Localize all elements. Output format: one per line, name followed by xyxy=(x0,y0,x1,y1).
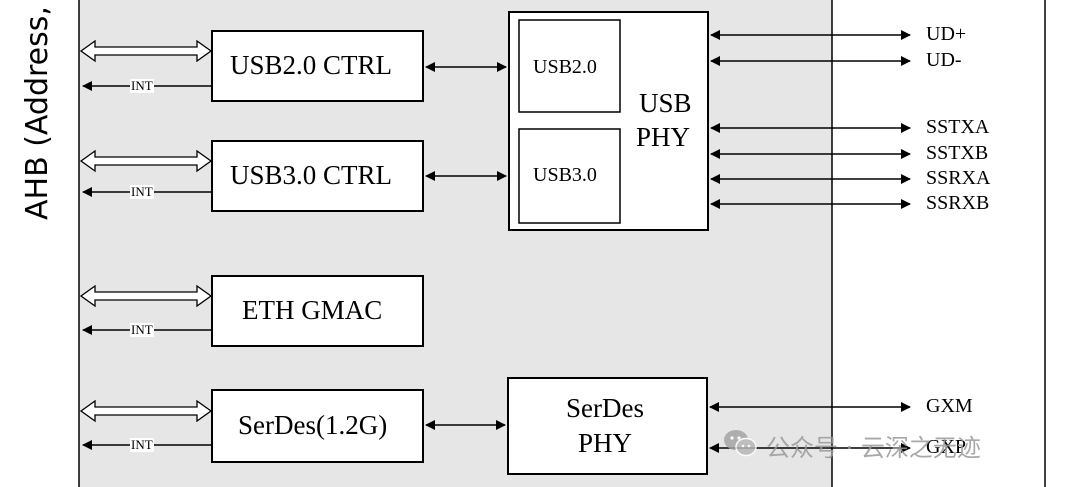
serdes-ctrl-label: SerDes(1.2G) xyxy=(238,410,388,440)
int-label-eth: INT xyxy=(130,322,154,337)
signal-sstxb: SSTXB xyxy=(926,142,989,164)
usb-phy-label-line2: PHY xyxy=(636,122,691,152)
int-label-usb2: INT xyxy=(130,78,154,93)
signal-arrows xyxy=(709,30,911,453)
bus-arrow-usb3 xyxy=(79,149,213,173)
usb-phy-usb2-subblock xyxy=(518,19,621,113)
signal-sstxa: SSTXA xyxy=(926,116,990,138)
bus-arrow-serdes xyxy=(79,399,213,423)
serdes-ctrl-block xyxy=(211,389,424,463)
serdes-phy-label-line1: SerDes xyxy=(566,393,644,423)
usb-phy-usb3-label: USB3.0 xyxy=(533,164,597,186)
usb-phy-usb2-label: USB2.0 xyxy=(533,56,597,78)
ctrl-phy-arrows xyxy=(425,62,507,430)
usb2-ctrl-block xyxy=(211,30,424,102)
bus-arrows xyxy=(79,39,213,423)
serdes-phy-block xyxy=(507,377,708,475)
bus-arrow-eth xyxy=(79,284,213,308)
signal-ssrxb: SSRXB xyxy=(926,192,990,214)
bus-arrow-usb2 xyxy=(79,39,213,63)
usb2-ctrl-label: USB2.0 CTRL xyxy=(230,50,393,80)
usb-phy-usb3-subblock xyxy=(518,128,621,224)
watermark: 公众号 · 云深之无迹 xyxy=(722,428,981,463)
usb3-ctrl-label: USB3.0 CTRL xyxy=(230,160,393,190)
serdes-phy-label-line2: PHY xyxy=(578,428,633,458)
int-label-serdes: INT xyxy=(130,437,154,452)
signal-ud-minus: UD- xyxy=(926,49,962,71)
signal-ud-plus: UD+ xyxy=(926,23,967,45)
signal-gxp: GXP xyxy=(926,436,967,458)
watermark-text: 公众号 · 云深之无迹 xyxy=(766,434,981,462)
usb3-ctrl-block xyxy=(211,140,424,212)
signal-gxm: GXM xyxy=(926,395,973,417)
bus-title: AHB (Address, V xyxy=(20,0,55,220)
eth-gmac-block xyxy=(211,275,424,347)
wechat-icon xyxy=(722,428,758,463)
usb-phy-label-line1: USB xyxy=(639,88,692,118)
eth-gmac-label: ETH GMAC xyxy=(242,295,383,325)
int-label-usb3: INT xyxy=(130,184,154,199)
signal-ssrxa: SSRXA xyxy=(926,167,991,189)
